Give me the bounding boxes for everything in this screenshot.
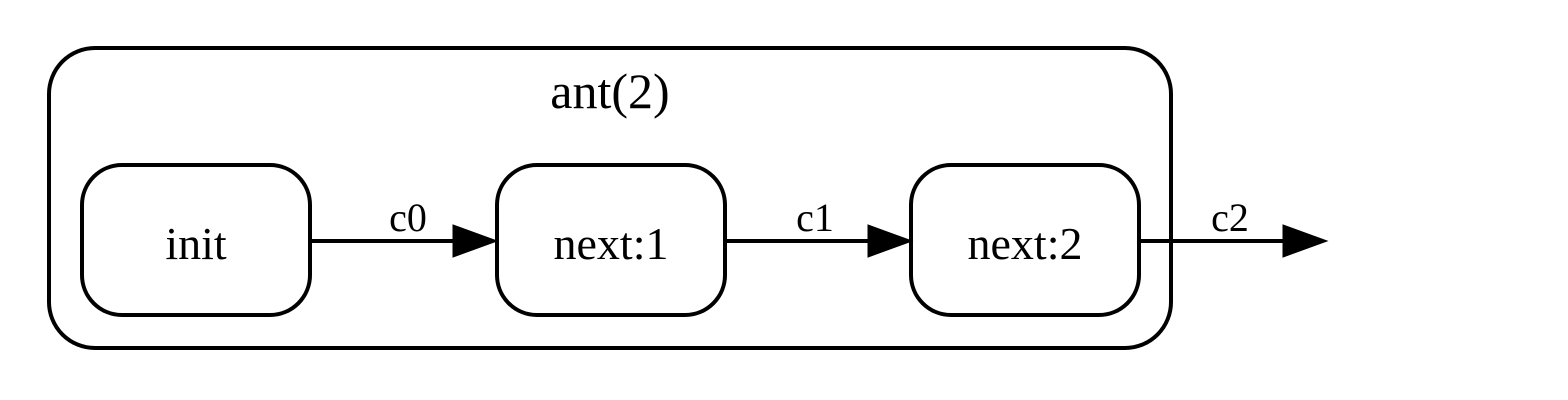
node-next2-label: next:2 [968, 218, 1083, 269]
node-init-label: init [165, 218, 227, 269]
edge-c0-label: c0 [389, 195, 427, 240]
edge-c1-arrowhead-icon [867, 224, 914, 258]
node-next1-label: next:1 [554, 218, 669, 269]
cluster-box [47, 46, 1173, 350]
edge-c2-label: c2 [1211, 195, 1249, 240]
cluster-label: ant(2) [550, 63, 669, 119]
edge-c2-arrowhead-icon [1282, 224, 1329, 258]
edge-c0-arrowhead-icon [452, 224, 499, 258]
edge-c1-label: c1 [796, 195, 834, 240]
